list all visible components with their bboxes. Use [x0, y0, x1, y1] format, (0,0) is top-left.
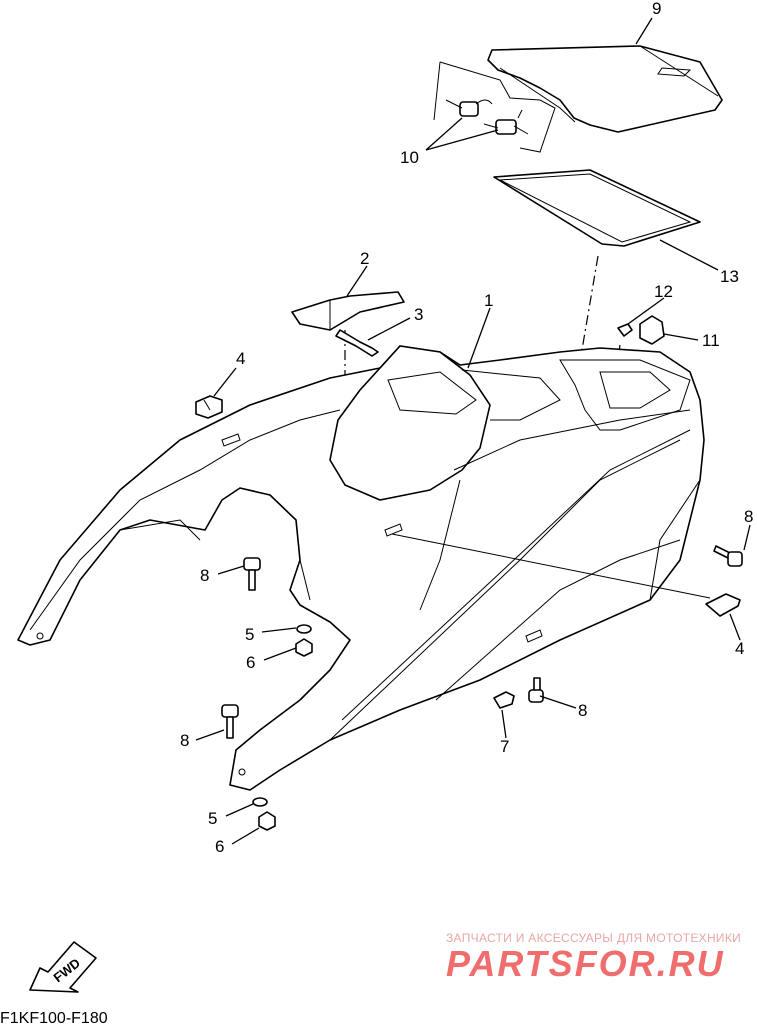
- part-7-clip: [493, 691, 515, 709]
- part-5-washer-lower: [252, 797, 268, 807]
- part-9-lid: [487, 45, 723, 133]
- fwd-arrow-icon: FWD: [29, 941, 97, 993]
- part-10-latches: [433, 61, 556, 153]
- part-8-bolt-left: [243, 557, 261, 591]
- callout-4-left: 4: [236, 349, 245, 368]
- assembly-line-center: [569, 255, 599, 421]
- callout-3: 3: [414, 305, 423, 324]
- callout-8-lower-right: 8: [578, 701, 587, 720]
- callout-2: 2: [360, 249, 369, 268]
- callout-9: 9: [652, 0, 661, 18]
- callout-7: 7: [500, 737, 509, 756]
- callout-8-lower-left: 8: [180, 731, 189, 750]
- callout-10: 10: [400, 148, 419, 167]
- callout-4-right: 4: [735, 639, 744, 658]
- part-4-clip-left: [195, 395, 223, 419]
- leader-lines: [195, 17, 751, 845]
- part-11-grommet: [639, 315, 665, 345]
- callout-5-upper: 5: [245, 625, 254, 644]
- callout-6-lower: 6: [215, 837, 224, 856]
- part-4-clip-right: [705, 593, 741, 617]
- leader-4-right: [391, 533, 711, 599]
- diagram-code: F1KF100-F180: [0, 1010, 108, 1025]
- part-8-bolt-lower-right: [528, 677, 544, 703]
- part-6-nut-lower: [258, 811, 276, 831]
- part-8-bolt-lower-left: [221, 704, 239, 739]
- part-13-pad: [493, 169, 701, 247]
- callout-8-left: 8: [200, 566, 209, 585]
- part-3-bolt: [335, 329, 379, 357]
- callout-11: 11: [702, 331, 720, 350]
- watermark-brand: PARTSFOR.RU: [446, 943, 725, 984]
- part-8-bolt-right: [713, 545, 743, 567]
- watermark-tagline: ЗАПЧАСТИ И АКСЕССУАРЫ ДЛЯ МОТОТЕХНИКИ: [446, 931, 741, 945]
- callout-12: 12: [654, 282, 673, 301]
- callout-5-lower: 5: [208, 809, 217, 828]
- part-6-nut-upper: [295, 638, 313, 657]
- part-5-washer-upper: [296, 624, 312, 634]
- callout-8-right: 8: [744, 507, 753, 526]
- part-1-body: [17, 345, 705, 791]
- callout-1: 1: [484, 291, 493, 310]
- callout-6-upper: 6: [246, 653, 255, 672]
- part-2-bracket: [291, 291, 405, 331]
- callout-13: 13: [720, 267, 739, 286]
- part-12-plug: [617, 323, 633, 337]
